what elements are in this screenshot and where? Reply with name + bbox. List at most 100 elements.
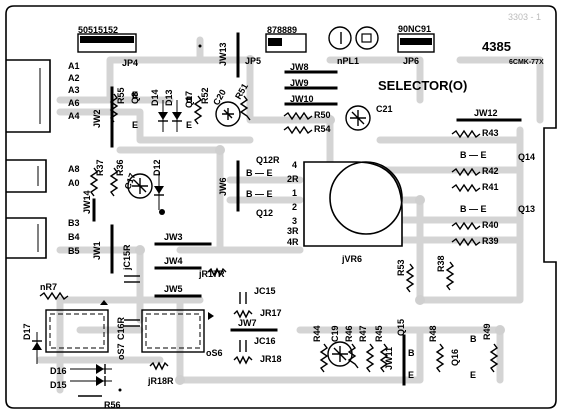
d14-label: D14 xyxy=(150,89,160,106)
board-outline xyxy=(5,5,557,409)
diode-d14 xyxy=(158,100,168,132)
q17-label: Q17 xyxy=(184,91,194,108)
pin-a2: A2 xyxy=(68,73,80,83)
q12r-pins: B — E xyxy=(246,168,273,178)
diode-d15 xyxy=(70,376,112,386)
diode-d17 xyxy=(32,332,42,364)
q15-e: E xyxy=(408,370,414,380)
jw9-label: JW9 xyxy=(290,78,309,88)
r54-label: R54 xyxy=(314,124,331,134)
pin-b3: B3 xyxy=(68,218,80,228)
resistor-r44 xyxy=(319,343,329,373)
jw1-label: JW1 xyxy=(92,241,102,260)
r42-label: R42 xyxy=(482,166,499,176)
d17-label: D17 xyxy=(22,323,32,340)
header-jp4 xyxy=(77,33,137,53)
pin-b5: B5 xyxy=(68,246,80,256)
r38-label: R38 xyxy=(436,255,446,272)
r52-label: R52 xyxy=(200,87,210,104)
header-jp5 xyxy=(265,33,307,53)
transistor-c19 xyxy=(327,341,353,367)
d15-label: D15 xyxy=(50,380,67,390)
resistor-r51 xyxy=(239,95,251,121)
jw13-label: JW13 xyxy=(218,42,228,66)
copper-traces xyxy=(36,36,544,394)
switch-os6 xyxy=(141,309,214,353)
resistor-r50 xyxy=(283,111,313,121)
os7-label: oS7 xyxy=(116,343,126,360)
resistor-nr7 xyxy=(39,291,69,301)
pin-a1: A1 xyxy=(68,61,80,71)
r50-label: R50 xyxy=(314,110,331,120)
resistor-jr18 xyxy=(233,355,253,365)
resistor-r48 xyxy=(435,343,445,373)
faint-code: 3303 - 1 xyxy=(508,12,541,22)
pad-dot xyxy=(198,44,202,48)
q12-pins: B — E xyxy=(246,189,273,199)
jw2-label: JW2 xyxy=(92,109,102,128)
r39-label: R39 xyxy=(482,236,499,246)
r44-label: R44 xyxy=(312,325,322,342)
left-edge-connectors xyxy=(6,59,51,259)
resistor-jr18r xyxy=(149,361,169,371)
resistor-r53 xyxy=(405,263,415,293)
resistor-r39 xyxy=(451,237,481,247)
pad-dot xyxy=(159,209,165,215)
jp5-label: JP5 xyxy=(245,56,261,66)
r49-label: R49 xyxy=(482,323,492,340)
transistor-c20 xyxy=(215,101,241,127)
q16-b: B xyxy=(470,334,477,344)
diode-d16 xyxy=(70,364,112,374)
r53-label: R53 xyxy=(396,259,406,276)
vr6-pin-1: 1 xyxy=(292,188,297,198)
resistor-r54 xyxy=(283,125,313,135)
capacitor-jc15r xyxy=(124,275,140,283)
capacitor-jc16 xyxy=(239,340,247,352)
jw4-label: JW4 xyxy=(164,256,183,266)
r55-label: R55 xyxy=(116,87,126,104)
vr6-pin-4r: 4R xyxy=(287,237,299,247)
jp6-label: JP6 xyxy=(403,56,419,66)
pad-dot xyxy=(118,388,122,392)
vr6-selector xyxy=(303,161,403,247)
jc15r-label: jC15R xyxy=(122,244,132,271)
r46-label: R46 xyxy=(344,325,354,342)
transistor-c21 xyxy=(345,105,371,131)
c19-label: C19 xyxy=(330,325,340,342)
resistor-r40 xyxy=(451,221,481,231)
jr17r-label: jR17R xyxy=(198,269,225,279)
pin-b4: B4 xyxy=(68,232,80,242)
r43-label: R43 xyxy=(482,128,499,138)
c21-label: C21 xyxy=(376,104,393,114)
r47-label: R47 xyxy=(358,325,368,342)
resistor-r49 xyxy=(489,343,499,373)
pin-a3: A3 xyxy=(68,85,80,95)
d12-label: D12 xyxy=(152,159,162,176)
c16r-label: C16R xyxy=(116,316,126,340)
pin-a8: A8 xyxy=(68,164,80,174)
vr6-pin-4: 4 xyxy=(292,160,297,170)
r48-label: R48 xyxy=(428,325,438,342)
jw3-label: JW3 xyxy=(164,232,183,242)
q17-b: B xyxy=(186,95,193,105)
header-code-mid: 878889 xyxy=(267,25,297,35)
diode-d12 xyxy=(154,172,164,210)
resistor-r42 xyxy=(451,167,481,177)
pin-a6: A6 xyxy=(68,98,80,108)
q14-pins: B — E xyxy=(460,150,487,160)
q16-e: E xyxy=(470,370,476,380)
resistor-r55 xyxy=(109,93,119,123)
resistor-jr17 xyxy=(233,309,253,319)
q13-label: Q13 xyxy=(518,204,535,214)
pin-a0: A0 xyxy=(68,178,80,188)
q13-pins: B — E xyxy=(460,204,487,214)
jw8-label: JW8 xyxy=(290,62,309,72)
q12r-label: Q12R xyxy=(256,155,280,165)
jr18-label: JR18 xyxy=(260,354,282,364)
jw14-label: JW14 xyxy=(82,190,92,214)
r37-label: R37 xyxy=(95,159,105,176)
jc15-label: JC15 xyxy=(254,286,276,296)
switch-os7 xyxy=(45,300,109,353)
jw10-label: JW10 xyxy=(290,94,314,104)
resistor-r47 xyxy=(365,343,375,373)
